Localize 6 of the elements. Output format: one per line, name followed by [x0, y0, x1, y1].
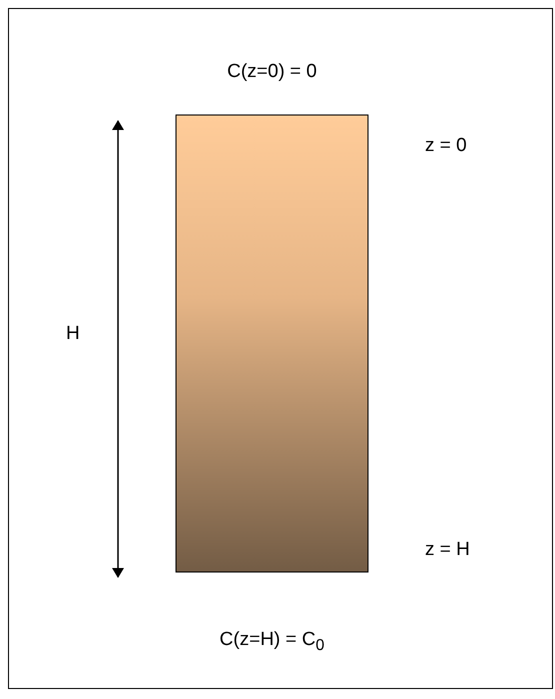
boundary-condition-label: C(z=0) = 0: [227, 62, 317, 81]
depth-label: z = 0: [425, 136, 467, 155]
boundary-condition-label: C(z=H) = C$_{0}$: [220, 630, 324, 654]
dimension-label: H: [66, 324, 80, 343]
column-rectangle: [176, 114, 368, 572]
depth-label: z = H: [425, 540, 470, 559]
